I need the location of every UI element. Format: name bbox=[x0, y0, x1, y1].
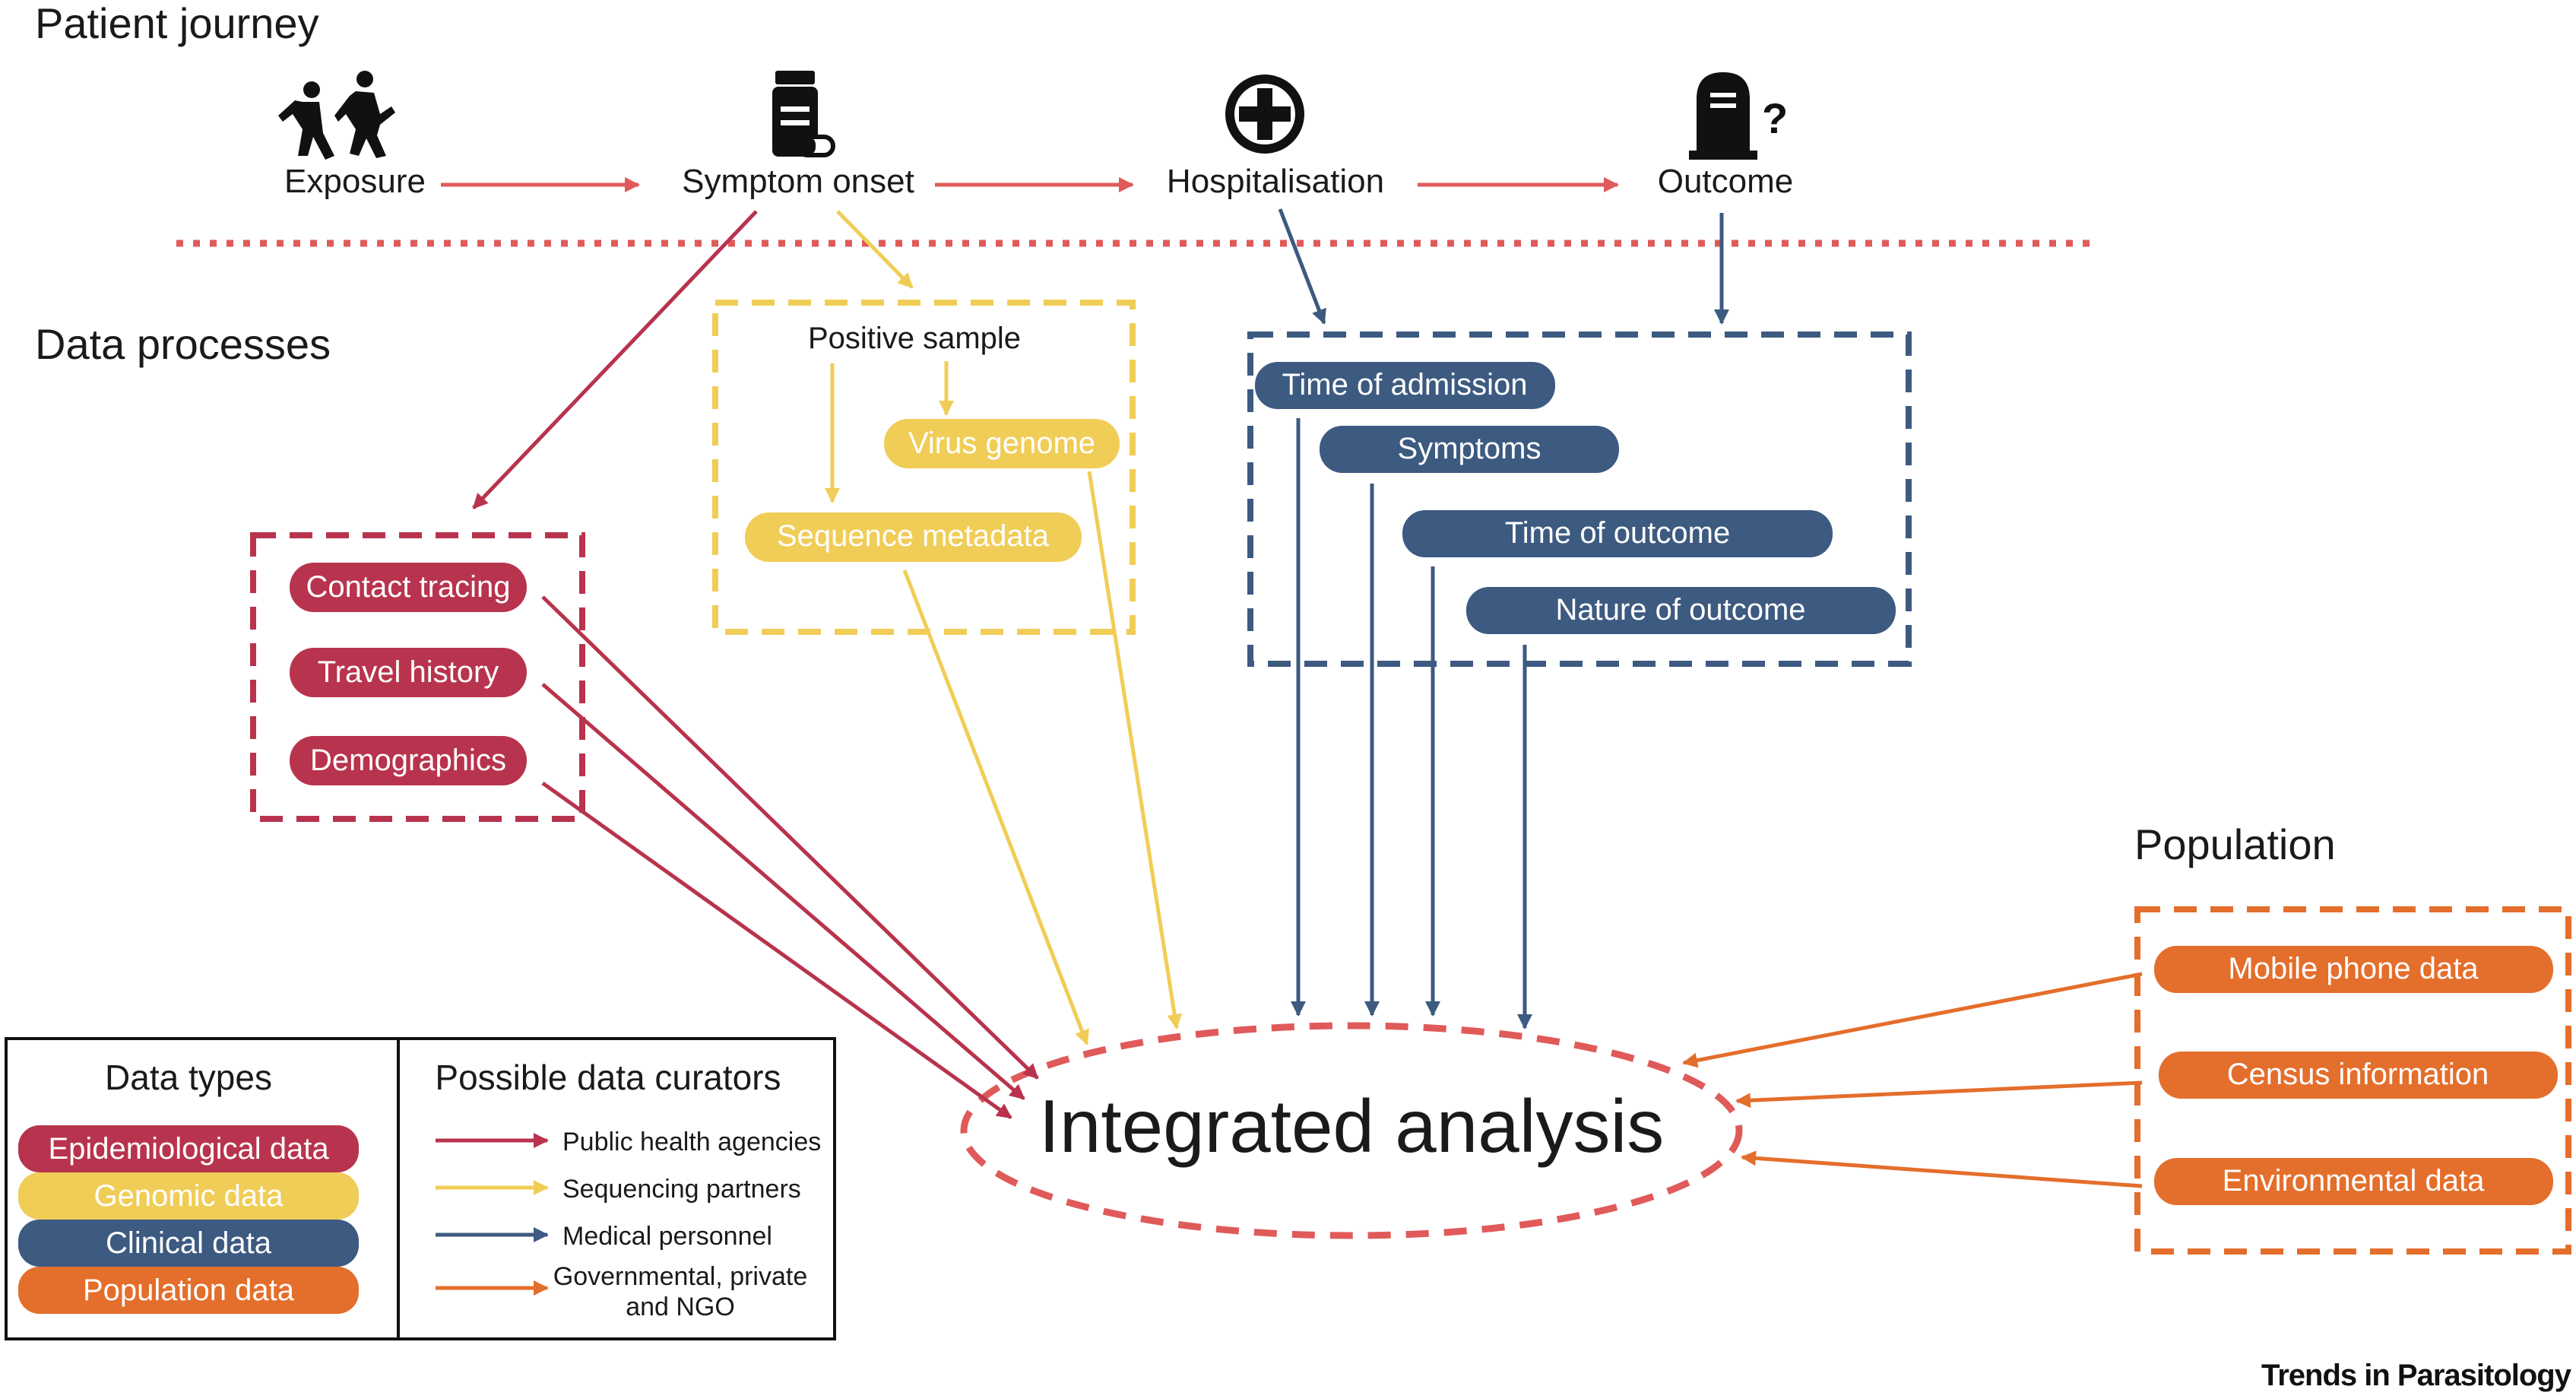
integrated-analysis-ellipse bbox=[960, 1022, 1743, 1239]
genome-to-analysis-arrow bbox=[1087, 471, 1183, 1029]
demographics-to-analysis-arrow bbox=[541, 781, 1012, 1120]
integrated-analysis-label: Integrated analysis bbox=[1039, 1084, 1665, 1168]
sequence-metadata-pill: Sequence metadata bbox=[745, 512, 1082, 562]
journey-hospitalisation-label: Hospitalisation bbox=[1167, 163, 1384, 200]
curators-title: Possible data curators bbox=[435, 1058, 781, 1097]
contact-tracing-label: Contact tracing bbox=[306, 570, 510, 604]
legend-clinical-pill bbox=[18, 1220, 359, 1267]
data-types-title: Data types bbox=[105, 1058, 272, 1097]
journey-symptom-onset-label: Symptom onset bbox=[682, 163, 914, 200]
population-group-box bbox=[2134, 906, 2571, 1255]
environmental-data-pill: Environmental data bbox=[2154, 1158, 2553, 1205]
metadata-to-analysis-arrow bbox=[902, 569, 1089, 1045]
demographics-label: Demographics bbox=[310, 744, 506, 777]
census-to-analysis-arrow bbox=[1735, 1080, 2143, 1109]
legend-clinical-label: Clinical data bbox=[106, 1226, 272, 1260]
epidemiological-group-box bbox=[250, 532, 585, 822]
medicine-bottle-icon bbox=[772, 71, 835, 157]
sequence-metadata-label: Sequence metadata bbox=[777, 519, 1050, 553]
virus-genome-pill: Virus genome bbox=[884, 419, 1120, 468]
census-information-label: Census information bbox=[2227, 1058, 2489, 1091]
journey-outcome-label: Outcome bbox=[1658, 163, 1794, 200]
legend-genomic-label: Genomic data bbox=[93, 1179, 284, 1213]
medical-cross-icon bbox=[1225, 75, 1304, 154]
mobile-phone-data-pill: Mobile phone data bbox=[2154, 946, 2553, 993]
legend-governmental-label-line1: Governmental, private bbox=[553, 1262, 808, 1291]
legend: Data types Possible data curators Epidem… bbox=[5, 1037, 836, 1340]
genomic-group-box bbox=[712, 300, 1136, 635]
demographics-pill: Demographics bbox=[290, 736, 527, 785]
journey-exposure-label: Exposure bbox=[284, 163, 426, 200]
hospital-to-clinical-arrow bbox=[1278, 208, 1326, 325]
outcome-question-mark: ? bbox=[1762, 94, 1788, 142]
virus-genome-label: Virus genome bbox=[908, 427, 1095, 460]
symptoms-pill: Symptoms bbox=[1320, 426, 1619, 473]
positive-sample-label: Positive sample bbox=[808, 322, 1021, 355]
mobile-phone-data-label: Mobile phone data bbox=[2228, 952, 2479, 985]
environmental-data-label: Environmental data bbox=[2223, 1164, 2485, 1198]
travel-history-pill: Travel history bbox=[290, 648, 527, 697]
onset-to-sample-arrow bbox=[836, 210, 914, 289]
travel-history-to-analysis-arrow bbox=[541, 683, 1025, 1100]
patient-journey-title: Patient journey bbox=[35, 0, 319, 47]
mobile-to-analysis-arrow bbox=[1682, 972, 2143, 1068]
clinical-group-box bbox=[1247, 332, 1912, 667]
contact-tracing-to-analysis-arrow bbox=[541, 595, 1039, 1080]
people-icon bbox=[278, 71, 395, 160]
legend-governmental-label-line2: and NGO bbox=[626, 1293, 735, 1321]
footer-journal-name: Trends in Parasitology bbox=[2261, 1359, 2572, 1392]
travel-history-label: Travel history bbox=[318, 655, 499, 689]
legend-population-pill bbox=[18, 1267, 359, 1314]
symptoms-label: Symptoms bbox=[1398, 432, 1541, 465]
legend-medical-label: Medical personnel bbox=[562, 1222, 772, 1251]
census-information-pill: Census information bbox=[2159, 1052, 2558, 1099]
legend-genomic-pill bbox=[18, 1172, 359, 1220]
legend-epidemiological-label: Epidemiological data bbox=[48, 1132, 329, 1166]
legend-population-label: Population data bbox=[83, 1274, 295, 1307]
time-of-admission-pill: Time of admission bbox=[1255, 362, 1555, 409]
onset-to-epidemiological-arrow bbox=[472, 210, 758, 509]
time-of-outcome-label: Time of outcome bbox=[1505, 516, 1730, 550]
environmental-to-analysis-arrow bbox=[1741, 1150, 2143, 1188]
data-processes-title: Data processes bbox=[35, 320, 331, 368]
legend-sequencing-label: Sequencing partners bbox=[562, 1175, 801, 1204]
time-of-admission-label: Time of admission bbox=[1282, 368, 1527, 401]
nature-of-outcome-pill: Nature of outcome bbox=[1466, 587, 1896, 634]
population-title: Population bbox=[2134, 820, 2336, 868]
contact-tracing-pill: Contact tracing bbox=[290, 563, 527, 612]
time-of-outcome-pill: Time of outcome bbox=[1402, 510, 1833, 557]
legend-epidemiological-pill bbox=[18, 1125, 359, 1172]
nature-of-outcome-label: Nature of outcome bbox=[1555, 593, 1805, 627]
gravestone-question-icon: ? bbox=[1689, 72, 1788, 160]
legend-public-health-label: Public health agencies bbox=[562, 1128, 821, 1156]
